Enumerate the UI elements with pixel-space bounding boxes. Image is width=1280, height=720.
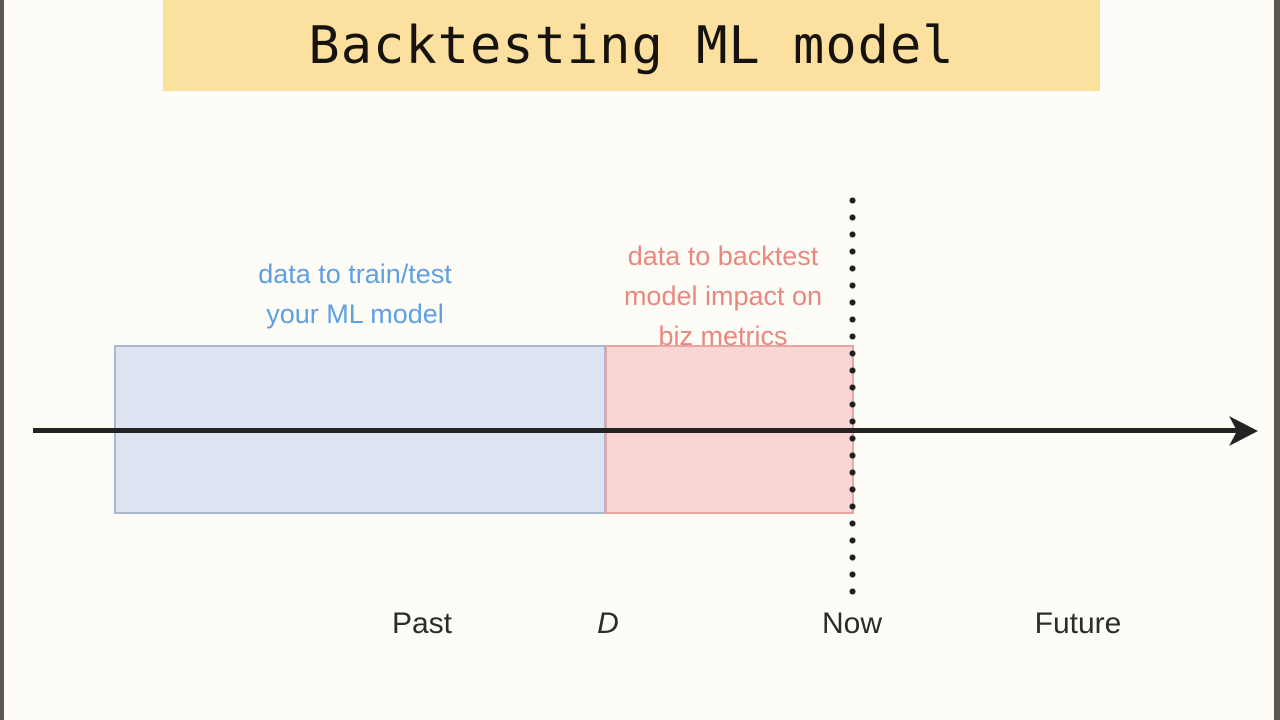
timeline-arrowhead-icon (1229, 416, 1258, 446)
left-letterbox-bar (0, 0, 4, 720)
train-test-callout-label: data to train/test your ML model (258, 259, 452, 329)
axis-label-d: D (597, 607, 619, 640)
axis-label-past: Past (391, 607, 453, 640)
right-letterbox-bar (1274, 0, 1280, 720)
axis-label-future: Future (1034, 607, 1122, 640)
now-dotted-marker (848, 196, 857, 596)
axis-label-now: Now (821, 607, 882, 640)
title-banner: Backtesting ML model (163, 0, 1100, 91)
slide-title: Backtesting ML model (308, 15, 955, 76)
backtest-callout-label: data to backtest model impact on biz met… (623, 241, 823, 351)
timeline-axis-line (33, 428, 1245, 433)
